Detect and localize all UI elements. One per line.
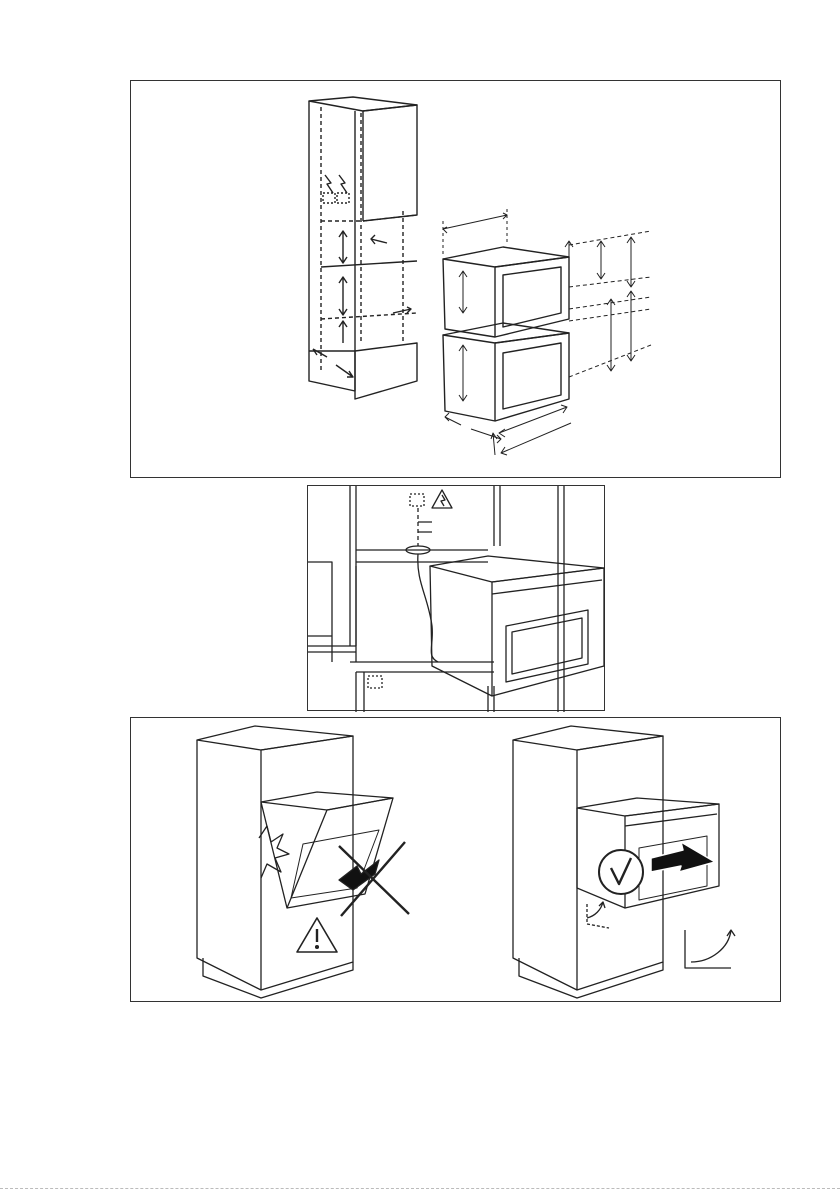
- cabinet-dimensions-drawing: [131, 81, 782, 479]
- warning-electric-icon: [432, 490, 452, 508]
- socket-icon: [410, 494, 424, 506]
- angle-small-icon: [587, 904, 609, 928]
- wrong-installation: [197, 726, 409, 998]
- angle-icon: [685, 930, 735, 968]
- check-icon: [599, 850, 643, 894]
- figure-electrical-connection: [307, 485, 605, 711]
- figure-insertion: [130, 717, 781, 1002]
- electrical-connection-drawing: [308, 486, 606, 712]
- correct-installation: [513, 726, 735, 998]
- electric-hazard-icon: [323, 175, 349, 203]
- tall-cabinet: [309, 97, 417, 399]
- full-oven-lower: [443, 323, 569, 421]
- insertion-drawing: [131, 718, 782, 1003]
- push-arrow-icon: [651, 842, 715, 872]
- page-footer-line: [0, 1188, 840, 1189]
- socket-icon: [368, 676, 382, 688]
- figure-cabinet-dimensions: [130, 80, 781, 478]
- dimension-lines: [443, 209, 651, 455]
- warning-icon: [297, 918, 337, 952]
- oven: [430, 556, 604, 696]
- power-cable: [406, 508, 438, 662]
- collision-star-icon: [259, 826, 289, 878]
